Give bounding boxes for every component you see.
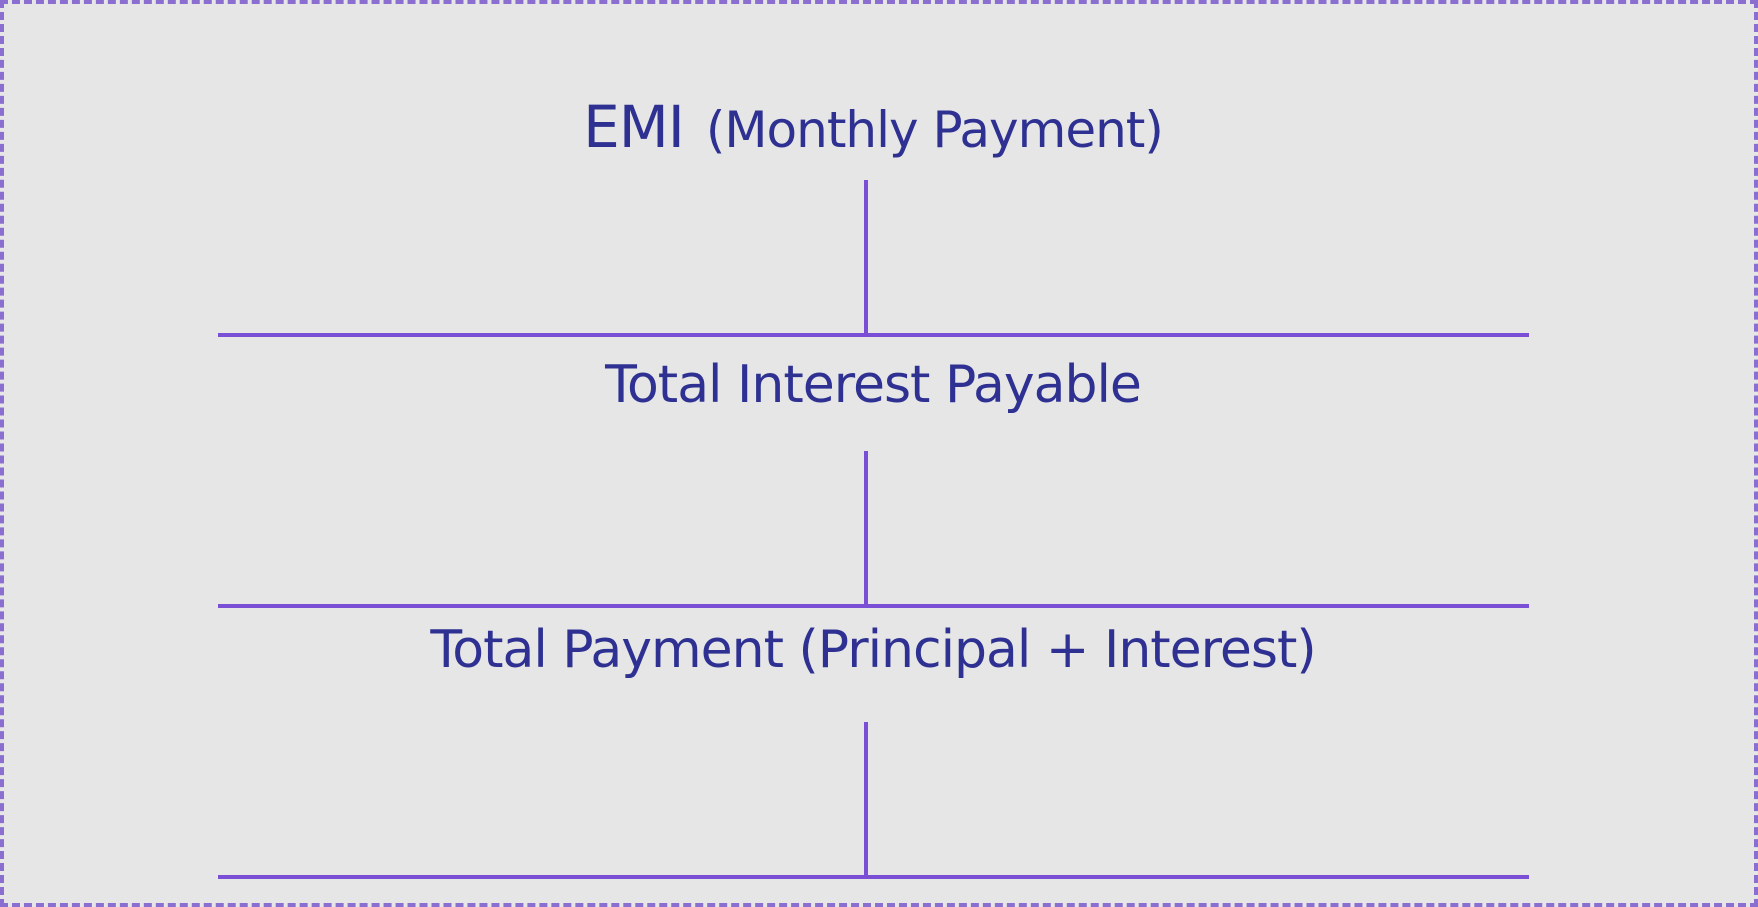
connector-vertical-3 [864,722,868,878]
connector-vertical-1 [864,180,868,336]
emi-label-main: EMI [583,93,685,161]
connector-horizontal-1 [218,333,1529,337]
connector-horizontal-3 [218,875,1529,879]
emi-label-sub: (Monthly Payment) [705,101,1164,159]
emi-label: EMI(Monthly Payment) [4,98,1742,156]
total-payment-label: Total Payment (Principal + Interest) [430,620,1316,680]
total-interest-label: Total Interest Payable [605,355,1142,415]
connector-vertical-2 [864,451,868,607]
connector-horizontal-2 [218,604,1529,608]
